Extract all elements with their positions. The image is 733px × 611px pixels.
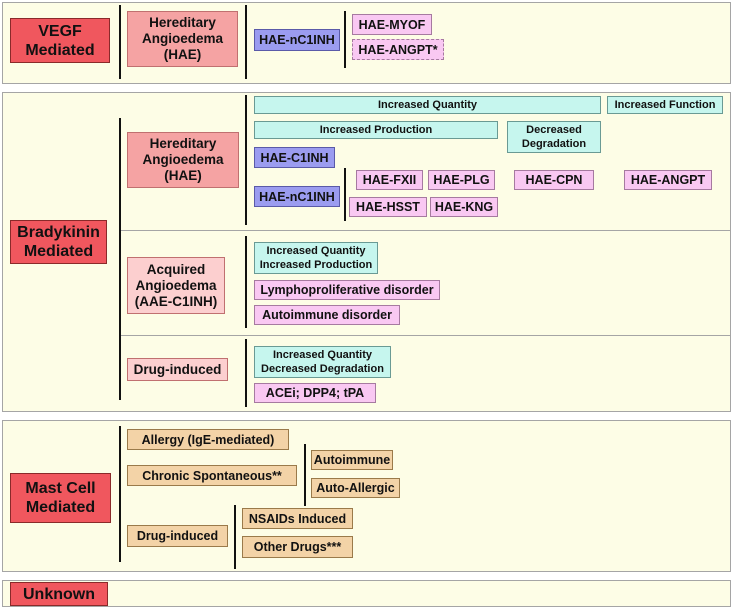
nsaids-induced: NSAIDs Induced xyxy=(242,508,353,529)
increased-quantity-bar: Increased Quantity xyxy=(254,96,601,114)
unknown-panel xyxy=(2,580,731,607)
allergy-ige-mediated: Allergy (IgE-mediated) xyxy=(127,429,289,450)
vegf-divider-3 xyxy=(344,11,346,68)
hae-hsst: HAE-HSST xyxy=(349,197,427,217)
vegf-hae-nc1inh: HAE-nC1INH xyxy=(254,29,340,51)
hae-nc1inh-divider xyxy=(344,168,346,221)
acei-dpp4-tpa: ACEi; DPP4; tPA xyxy=(254,383,376,403)
hae-angpt: HAE-ANGPT xyxy=(624,170,712,190)
hae-kng: HAE-KNG xyxy=(430,197,498,217)
drug-induced-divider xyxy=(245,339,247,407)
hae-c1inh: HAE-C1INH xyxy=(254,147,335,168)
hae-cpn: HAE-CPN xyxy=(514,170,594,190)
chronic-spontaneous: Chronic Spontaneous** xyxy=(127,465,297,486)
increased-production-bar: Increased Production xyxy=(254,121,498,139)
mast-drug-divider xyxy=(234,505,236,569)
bradykinin-mediated-box: Bradykinin Mediated xyxy=(10,220,107,264)
vegf-hae-angpt: HAE-ANGPT* xyxy=(352,39,444,60)
other-drugs: Other Drugs*** xyxy=(242,536,353,558)
bradykinin-row-separator-1 xyxy=(120,230,731,231)
vegf-hae-box: Hereditary Angioedema (HAE) xyxy=(127,11,238,67)
unknown-box: Unknown xyxy=(10,582,108,606)
bradykinin-hae-divider xyxy=(245,95,247,225)
mast-cell-divider-main xyxy=(119,426,121,562)
autoimmune-disorder: Autoimmune disorder xyxy=(254,305,400,325)
bradykinin-hae-nc1inh: HAE-nC1INH xyxy=(254,186,340,207)
autoimmune: Autoimmune xyxy=(311,450,393,470)
acquired-mechanism-box: Increased Quantity Increased Production xyxy=(254,242,378,274)
bradykinin-divider-main xyxy=(119,118,121,400)
increased-function-bar: Increased Function xyxy=(607,96,723,114)
auto-allergic: Auto-Allergic xyxy=(311,478,400,498)
bradykinin-drug-induced-box: Drug-induced xyxy=(127,358,228,381)
lymphoproliferative-disorder: Lymphoproliferative disorder xyxy=(254,280,440,300)
hae-plg: HAE-PLG xyxy=(428,170,495,190)
vegf-hae-myof: HAE-MYOF xyxy=(352,14,432,35)
chronic-divider xyxy=(304,444,306,506)
vegf-mediated-box: VEGF Mediated xyxy=(10,18,110,63)
drug-mechanism-box: Increased Quantity Decreased Degradation xyxy=(254,346,391,378)
acquired-divider xyxy=(245,236,247,328)
mast-cell-drug-induced: Drug-induced xyxy=(127,525,228,547)
bradykinin-hae-box: Hereditary Angioedema (HAE) xyxy=(127,132,239,188)
mast-cell-mediated-box: Mast Cell Mediated xyxy=(10,473,111,523)
vegf-divider-1 xyxy=(119,5,121,79)
bradykinin-row-separator-2 xyxy=(120,335,731,336)
acquired-angioedema-box: Acquired Angioedema (AAE-C1INH) xyxy=(127,257,225,314)
decreased-degradation-box: Decreased Degradation xyxy=(507,121,601,153)
vegf-divider-2 xyxy=(245,5,247,79)
hae-fxii: HAE-FXII xyxy=(356,170,423,190)
